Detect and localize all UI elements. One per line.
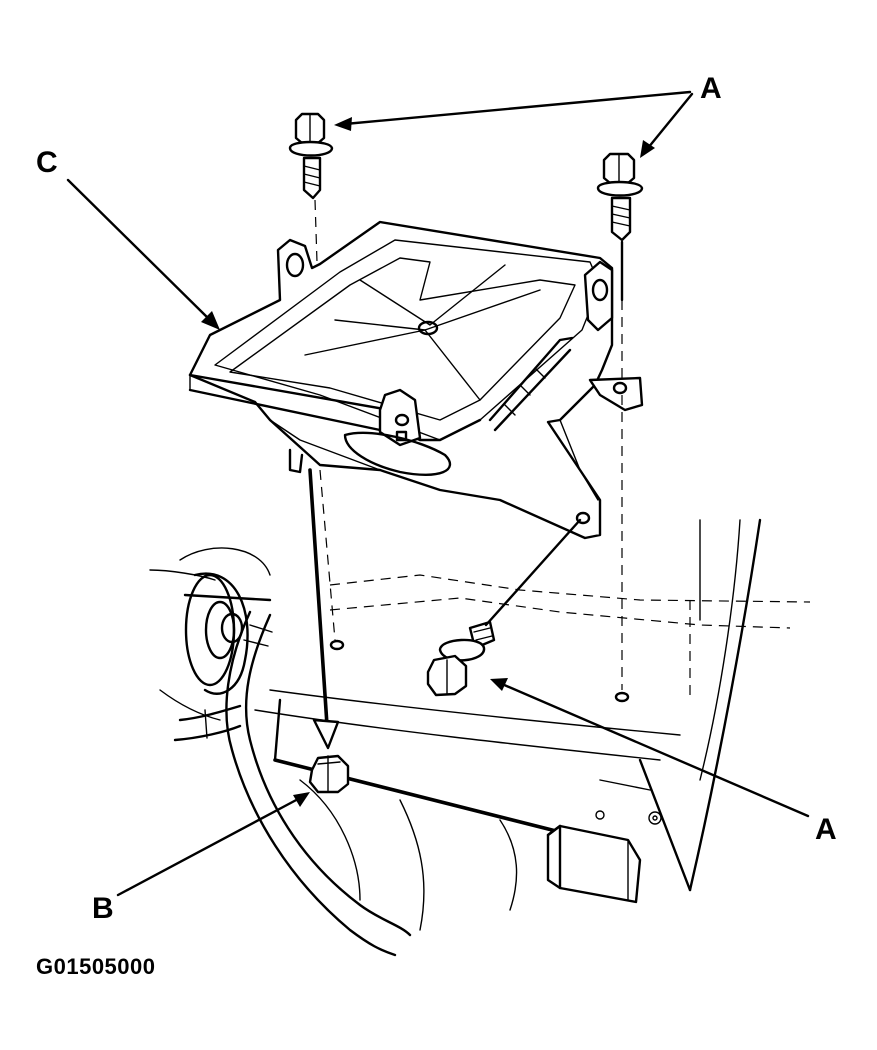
battery-tray: [188, 220, 644, 540]
mount-bracket-box: [546, 824, 642, 904]
body-panel-lines: [254, 519, 811, 781]
wiring-harness: [173, 610, 412, 957]
nut-b: [308, 754, 350, 794]
guide-lines: [308, 468, 345, 750]
bolt-a-lower: [426, 518, 582, 697]
callout-b: B: [92, 892, 114, 925]
callout-c: C: [36, 146, 58, 179]
figure-code: G01505000: [36, 954, 156, 979]
wheel-hub: [149, 547, 272, 721]
fender-edge: [638, 518, 762, 892]
callout-a-bottom: A: [815, 813, 837, 846]
bolt-a-top-right: [596, 152, 644, 703]
bolt-a-top-left: [288, 112, 334, 263]
leader-lines: [66, 90, 810, 897]
callout-a-top: A: [700, 72, 722, 105]
